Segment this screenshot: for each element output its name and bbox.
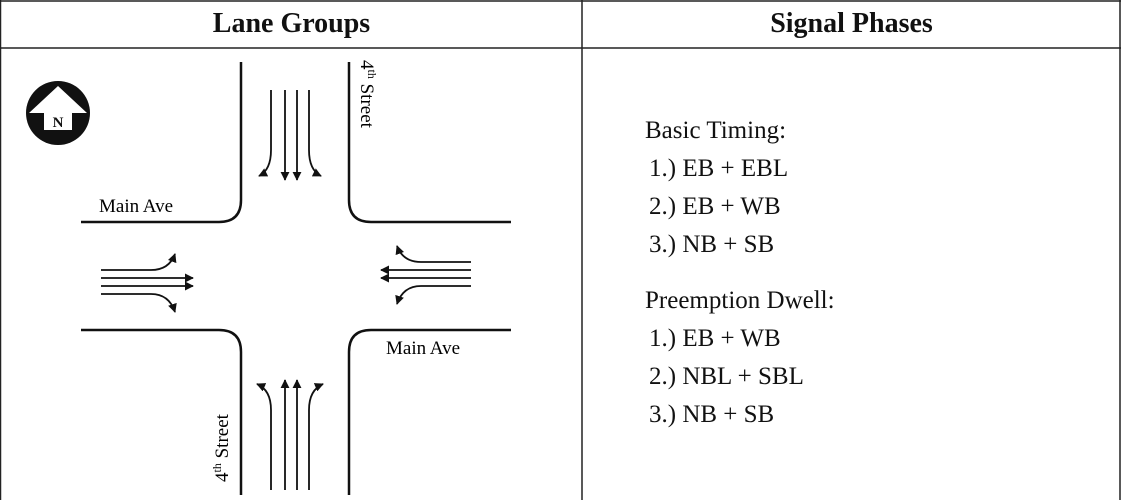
north-badge-label: N (53, 115, 64, 131)
sb-right-turn-arrow (258, 90, 272, 177)
curb-ne (347, 62, 511, 224)
curb-nw (81, 62, 243, 224)
nb-left-turn-arrow (256, 383, 272, 490)
header-lane-groups: Lane Groups (212, 8, 371, 39)
svg-text:4th Street: 4th Street (356, 60, 379, 129)
signal-phases-list: Basic Timing: 1.) EB + EBL 2.) EB + WB 3… (645, 112, 835, 434)
label-4th-street-south: 4th Street (210, 413, 233, 482)
eb-left-turn-arrow (101, 253, 177, 271)
southbound-lane-arrows (258, 90, 322, 181)
label-main-ave-west: Main Ave (99, 196, 173, 217)
curb-sw (81, 328, 243, 495)
label-4th-street-north: 4th Street (356, 60, 379, 129)
basic-phase-3: 3.) NB + SB (649, 231, 775, 258)
preemption-dwell-group: Preemption Dwell: 1.) EB + WB 2.) NBL + … (645, 282, 835, 434)
basic-timing-title: Basic Timing: (645, 117, 787, 144)
eastbound-lane-arrows (101, 253, 194, 313)
svg-text:4th Street: 4th Street (210, 413, 233, 482)
basic-phase-1: 1.) EB + EBL (649, 155, 789, 182)
label-main-ave-east: Main Ave (386, 338, 460, 359)
northbound-lane-arrows (256, 379, 324, 490)
curb-se (347, 328, 511, 495)
eb-right-turn-arrow (101, 293, 177, 313)
basic-phase-2: 2.) EB + WB (649, 193, 781, 220)
basic-timing-group: Basic Timing: 1.) EB + EBL 2.) EB + WB 3… (645, 112, 835, 264)
preemption-phase-3: 3.) NB + SB (649, 401, 775, 428)
header-signal-phases: Signal Phases (770, 8, 933, 39)
preemption-phase-2: 2.) NBL + SBL (649, 363, 804, 390)
intersection-diagram: N (26, 60, 511, 495)
nb-right-turn-arrow (308, 383, 324, 490)
curb-lines (81, 62, 511, 495)
preemption-dwell-title: Preemption Dwell: (645, 287, 835, 314)
wb-left-turn-arrow (395, 285, 471, 305)
north-arrow-icon: N (26, 81, 90, 145)
wb-right-turn-arrow (395, 245, 471, 263)
preemption-phase-1: 1.) EB + WB (649, 325, 781, 352)
sb-left-turn-arrow (308, 90, 322, 177)
westbound-lane-arrows (380, 245, 471, 305)
